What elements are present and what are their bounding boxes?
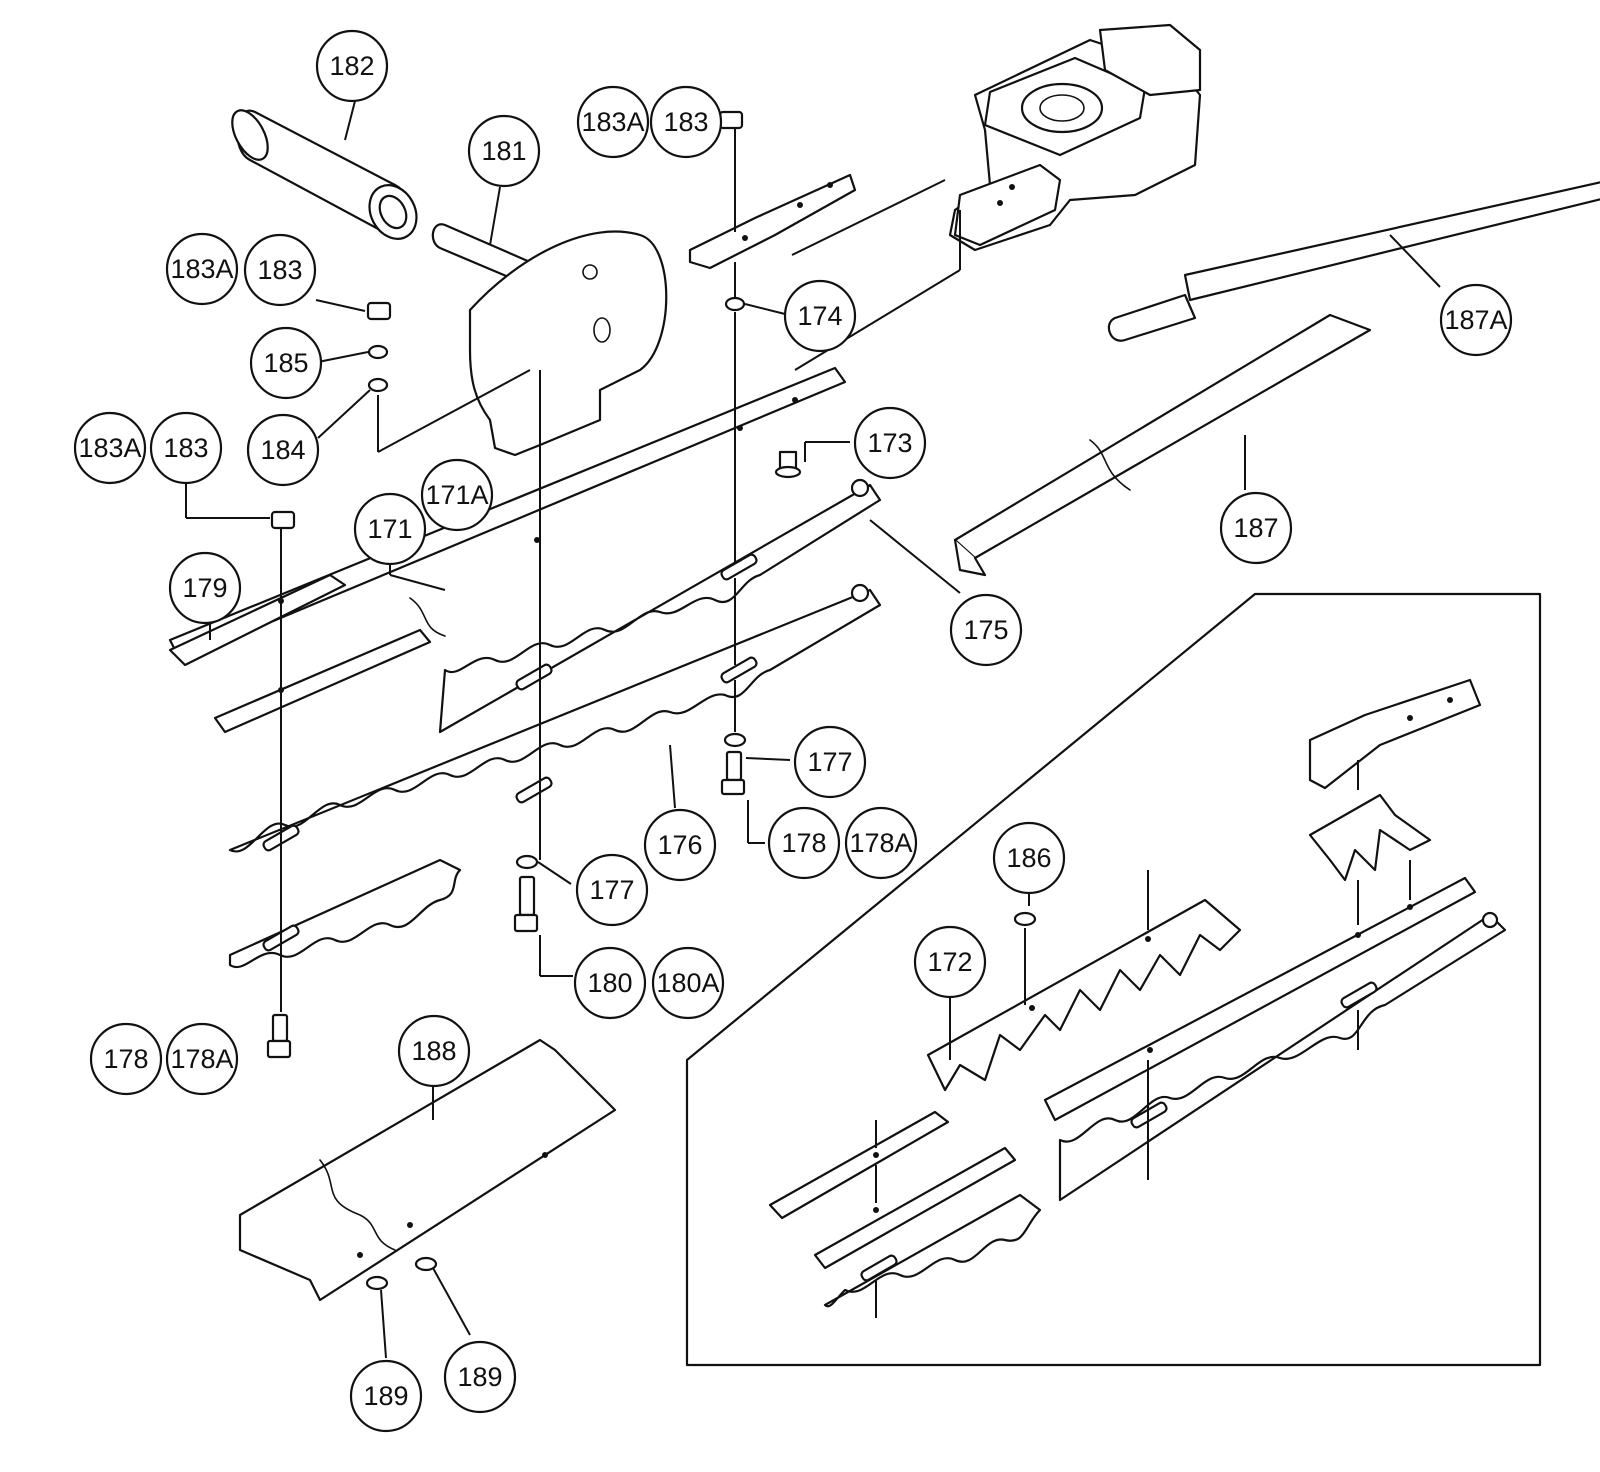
front-handle-guard xyxy=(431,223,668,457)
callout-label: 183 xyxy=(663,107,708,137)
callout-171: 171 xyxy=(353,492,427,566)
callout-leaders xyxy=(185,100,1441,1359)
callout-182: 182 xyxy=(315,29,389,103)
callout-178-lower: 178 xyxy=(89,1022,163,1096)
callout-label: 188 xyxy=(411,1036,456,1066)
callout-177-upper: 177 xyxy=(793,725,867,799)
callout-label: 183 xyxy=(163,433,208,463)
callout-183-top: 183 xyxy=(649,85,723,159)
callout-label: 183A xyxy=(78,433,141,463)
callout-label: 171 xyxy=(367,514,412,544)
callout-label: 172 xyxy=(927,947,972,977)
alignment-lines xyxy=(280,128,961,1012)
callout-180A: 180A xyxy=(651,946,725,1020)
bracket-plate-upper xyxy=(688,173,857,270)
callout-173: 173 xyxy=(853,406,927,480)
callout-183-low: 183 xyxy=(149,411,223,485)
callout-178A-lower: 178A xyxy=(165,1022,239,1096)
callout-label: 176 xyxy=(657,830,702,860)
callout-187: 187 xyxy=(1219,491,1293,565)
grip-handle xyxy=(231,109,418,240)
callout-label: 178A xyxy=(849,828,912,858)
callout-label: 184 xyxy=(260,435,305,465)
callout-183A-low: 183A xyxy=(73,411,147,485)
hardware xyxy=(266,110,802,1291)
callout-175: 175 xyxy=(949,593,1023,667)
callout-label: 171A xyxy=(425,480,488,510)
callout-label: 183A xyxy=(581,107,644,137)
callout-label: 187A xyxy=(1444,305,1507,335)
callout-172: 172 xyxy=(913,925,987,999)
callout-178-upper: 178 xyxy=(767,806,841,880)
callout-label: 173 xyxy=(867,428,912,458)
callout-label: 187 xyxy=(1233,513,1278,543)
callout-171A: 171A xyxy=(420,458,494,532)
callout-label: 177 xyxy=(807,747,852,777)
spacer-plate xyxy=(213,628,432,734)
bottom-blade xyxy=(228,858,462,969)
callout-183A-mid: 183A xyxy=(165,232,239,306)
drive-rod xyxy=(1107,181,1600,342)
inset-detail xyxy=(685,592,1542,1367)
callout-label: 180A xyxy=(656,968,719,998)
gear-case xyxy=(948,23,1202,252)
callout-label: 180 xyxy=(587,968,632,998)
callout-184: 184 xyxy=(246,413,320,487)
callout-181: 181 xyxy=(467,114,541,188)
callout-186: 186 xyxy=(992,821,1066,895)
callout-185: 185 xyxy=(249,326,323,400)
callout-177-lower: 177 xyxy=(575,853,649,927)
callout-label: 178 xyxy=(103,1044,148,1074)
callout-188: 188 xyxy=(397,1014,471,1088)
callout-178A-upper: 178A xyxy=(844,806,918,880)
callout-176: 176 xyxy=(643,808,717,882)
callout-label: 185 xyxy=(263,348,308,378)
callout-180: 180 xyxy=(573,946,647,1020)
callout-label: 189 xyxy=(363,1381,408,1411)
callout-label: 182 xyxy=(329,51,374,81)
upper-blade xyxy=(438,478,882,734)
callout-label: 177 xyxy=(589,875,634,905)
callout-label: 181 xyxy=(481,136,526,166)
callout-label: 174 xyxy=(797,301,842,331)
callout-label: 178A xyxy=(170,1044,233,1074)
callout-label: 179 xyxy=(182,573,227,603)
callout-179: 179 xyxy=(168,551,242,625)
callout-183-mid: 183 xyxy=(243,233,317,307)
callout-label: 189 xyxy=(457,1362,502,1392)
callout-189-right: 189 xyxy=(443,1340,517,1414)
callout-label: 183A xyxy=(170,254,233,284)
callout-label: 178 xyxy=(781,828,826,858)
callout-label: 183 xyxy=(257,255,302,285)
channel-bar xyxy=(953,313,1372,577)
callout-183A-top: 183A xyxy=(576,85,650,159)
blade-cover xyxy=(238,1038,617,1302)
callout-label: 175 xyxy=(963,615,1008,645)
callout-189-left: 189 xyxy=(349,1359,423,1433)
callout-187A: 187A xyxy=(1439,283,1513,357)
callout-174: 174 xyxy=(783,279,857,353)
lower-blade xyxy=(228,583,882,853)
callout-label: 186 xyxy=(1006,843,1051,873)
